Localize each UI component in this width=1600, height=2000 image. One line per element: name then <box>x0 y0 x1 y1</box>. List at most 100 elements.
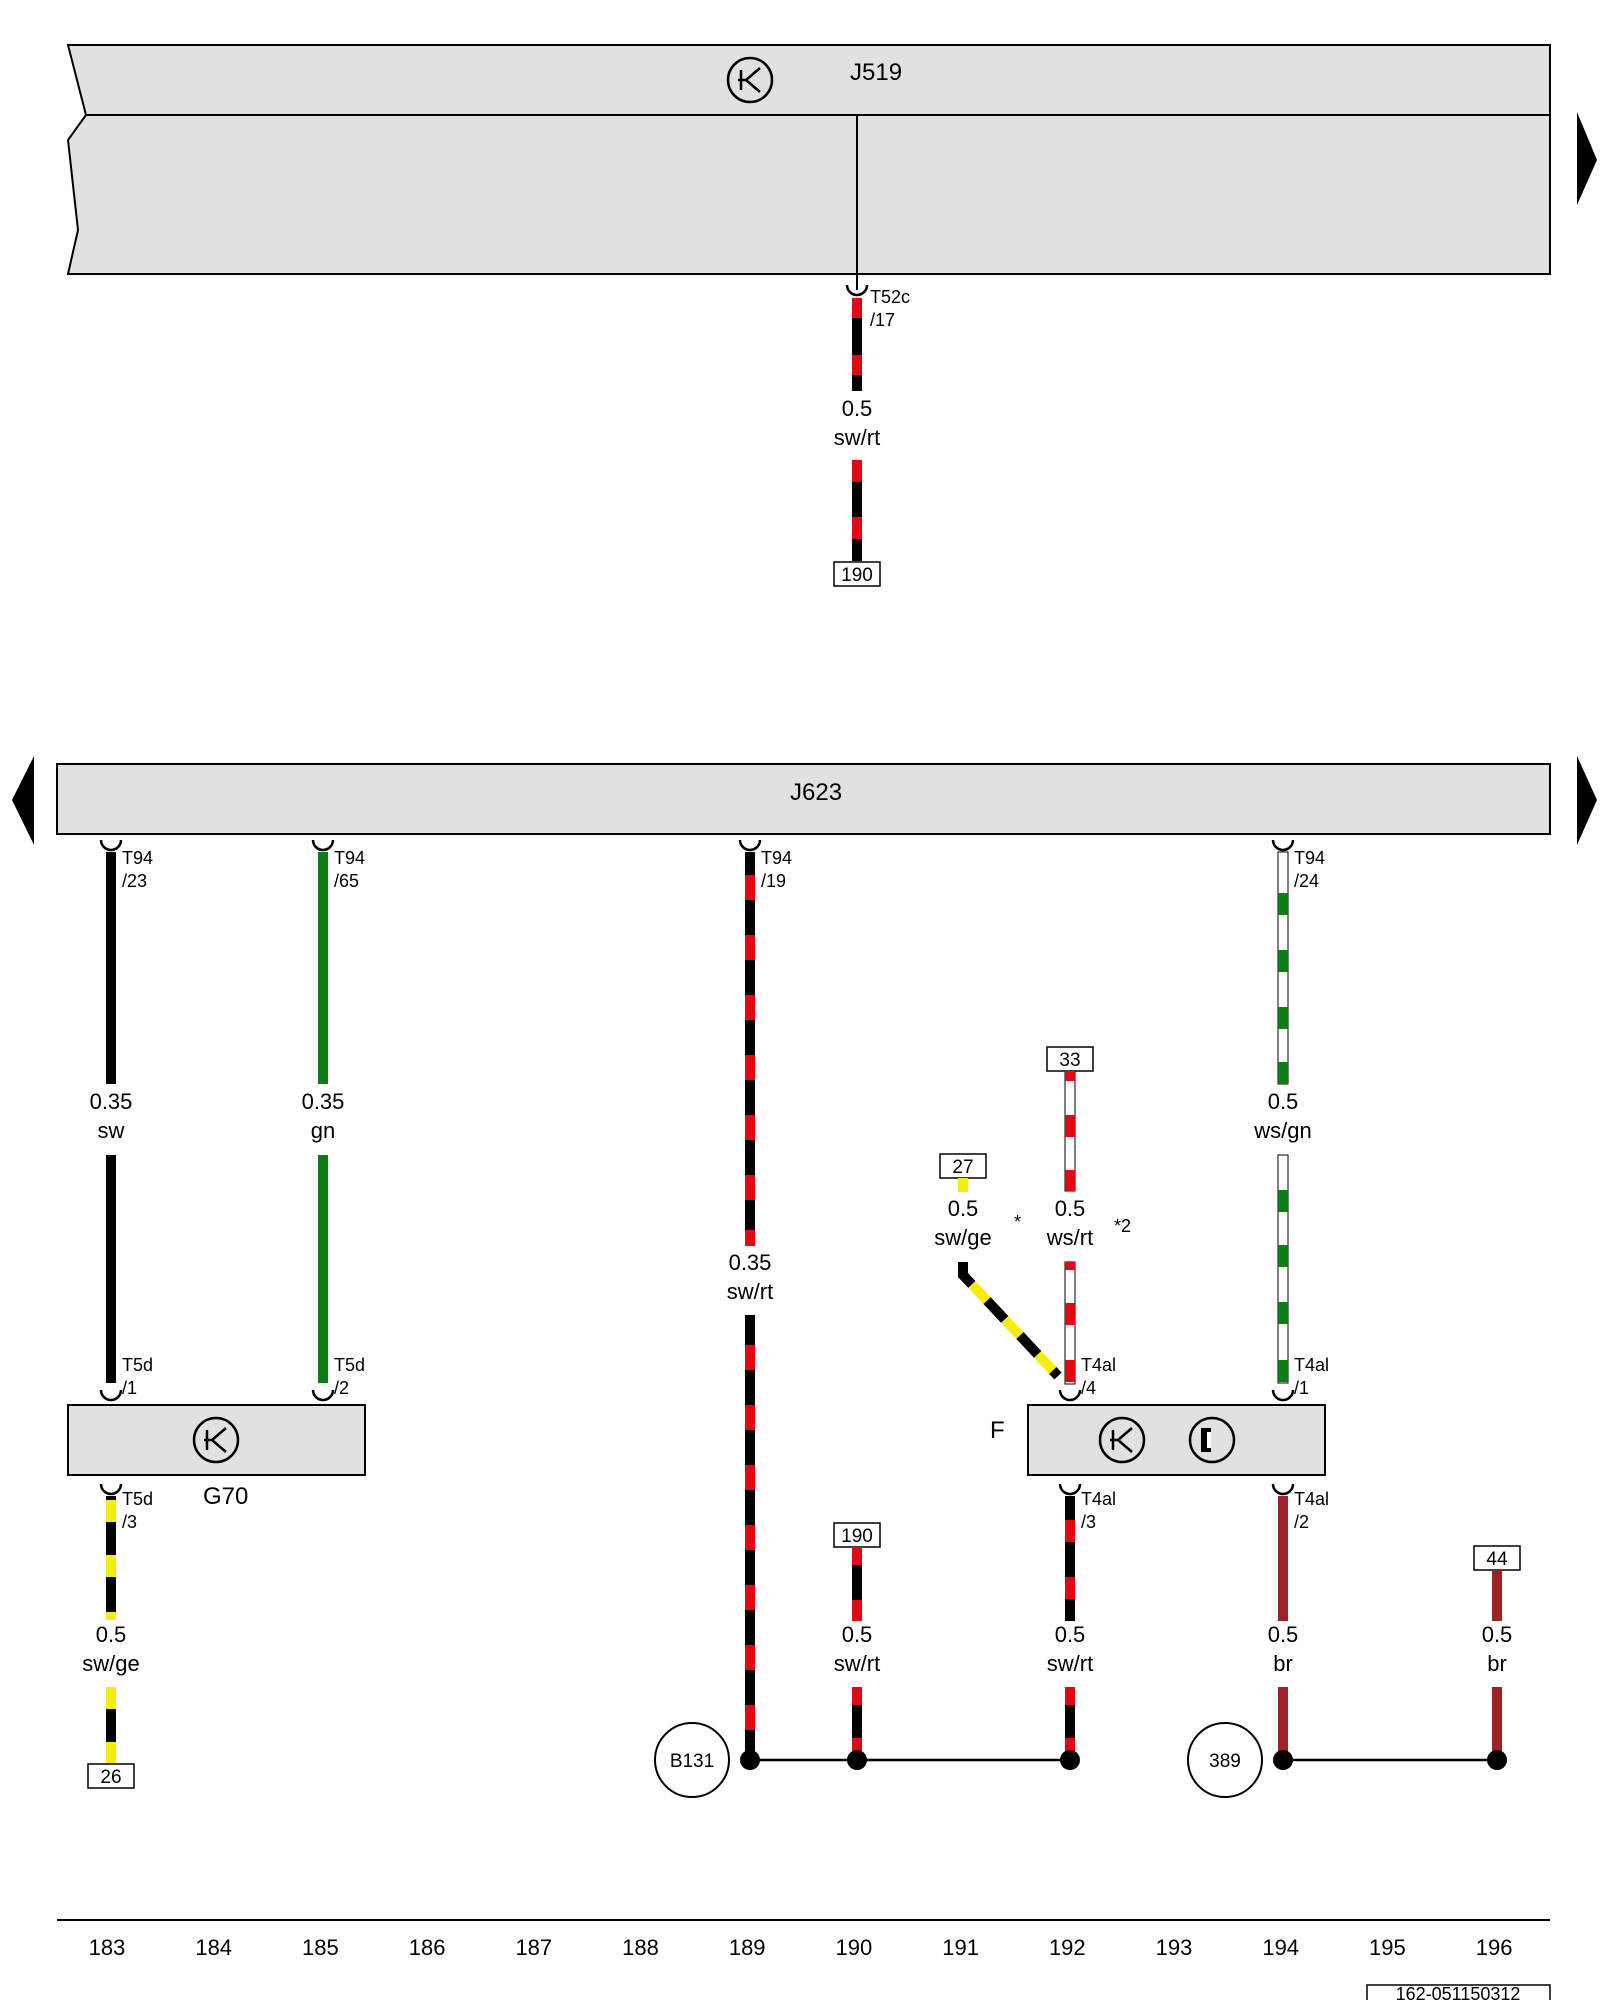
connector-t4al-2: T4al /2 <box>1271 1483 1329 1532</box>
wire-196-color: br <box>1487 1651 1507 1676</box>
module-f-label: F <box>990 1417 1005 1444</box>
connector-t52c-17: T52c /17 <box>845 284 910 330</box>
wire-j519-upper <box>852 298 862 391</box>
svg-text:33: 33 <box>1059 1050 1080 1071</box>
wire-192-lower <box>1065 1687 1075 1760</box>
svg-text:T52c: T52c <box>870 287 910 307</box>
ground-arrow-symbol-icon <box>726 56 774 104</box>
module-j623-label: J623 <box>790 779 842 806</box>
wire-194b-color: br <box>1273 1651 1293 1676</box>
svg-text:/19: /19 <box>761 871 786 891</box>
footer-column-number: 195 <box>1369 1935 1406 1960</box>
switch-contact-symbol-icon <box>1188 1416 1236 1464</box>
svg-text:/1: /1 <box>1294 1378 1309 1398</box>
svg-text:/2: /2 <box>1294 1512 1309 1532</box>
page-continue-right-arrow-icon <box>1577 112 1597 205</box>
svg-text:/23: /23 <box>122 871 147 891</box>
wire-33-color: ws/rt <box>1046 1225 1093 1250</box>
connector-t4al-4: T4al /4 <box>1058 1355 1116 1402</box>
svg-text:/24: /24 <box>1294 871 1319 891</box>
wire-190-color: sw/rt <box>834 1651 880 1676</box>
wire-192-upper <box>1065 1496 1075 1621</box>
module-j623 <box>56 763 1551 835</box>
svg-text:/4: /4 <box>1081 1378 1096 1398</box>
svg-text:T94: T94 <box>761 848 792 868</box>
wire-192-size: 0.5 <box>1055 1622 1086 1647</box>
wire-183-lower <box>106 1155 116 1383</box>
svg-text:T4al: T4al <box>1081 1355 1116 1375</box>
wire-183-size: 0.35 <box>90 1089 133 1114</box>
footer-column-number: 189 <box>729 1935 766 1960</box>
svg-text:T4al: T4al <box>1081 1489 1116 1509</box>
connector-t4al-1: T4al /1 <box>1271 1355 1329 1402</box>
wire-192-color: sw/rt <box>1047 1651 1093 1676</box>
wire-183b-size: 0.5 <box>96 1622 127 1647</box>
svg-text:190: 190 <box>841 565 873 586</box>
page-continue-left-arrow-icon <box>12 756 34 845</box>
svg-text:T4al: T4al <box>1294 1355 1329 1375</box>
footer-column-number: 196 <box>1476 1935 1513 1960</box>
svg-text:B131: B131 <box>670 1751 714 1772</box>
footer-column-number: 187 <box>515 1935 552 1960</box>
connector-t94-24: T94 /24 <box>1271 839 1325 891</box>
footer-column-number: 194 <box>1262 1935 1299 1960</box>
wire-196-size: 0.5 <box>1482 1622 1513 1647</box>
wire-27-diagonal <box>958 1262 1062 1380</box>
ground-arrow-symbol-icon <box>192 1416 240 1464</box>
ground-point-389: 389 <box>1187 1722 1263 1798</box>
wire-27-note: * <box>1014 1212 1021 1232</box>
wire-185-color: gn <box>311 1118 335 1143</box>
wire-27-size: 0.5 <box>948 1196 979 1221</box>
svg-text:T94: T94 <box>122 848 153 868</box>
wire-33-size: 0.5 <box>1055 1196 1086 1221</box>
wire-194-size: 0.5 <box>1268 1089 1299 1114</box>
svg-text:389: 389 <box>1209 1751 1241 1772</box>
ground-point-b131: B131 <box>654 1722 730 1798</box>
module-j519 <box>66 44 1551 275</box>
svg-text:/1: /1 <box>122 1378 137 1398</box>
footer-column-number: 186 <box>409 1935 446 1960</box>
footer-column-number: 190 <box>836 1935 873 1960</box>
connector-t94-23: T94 /23 <box>99 839 153 891</box>
wire-194-bottom-upper <box>1278 1496 1288 1621</box>
wire-190-lower <box>852 1687 862 1760</box>
svg-text:T5d: T5d <box>122 1489 153 1509</box>
connector-t94-65: T94 /65 <box>311 839 365 891</box>
footer-column-number: 185 <box>302 1935 339 1960</box>
wire-183b-color: sw/ge <box>82 1651 139 1676</box>
doc-id-box <box>1366 1984 1551 2000</box>
connector-t5d-3: T5d /3 <box>99 1483 153 1532</box>
wire-j519-size: 0.5 <box>842 396 873 421</box>
wire-183-bottom-lower <box>106 1687 116 1764</box>
footer-column-number: 193 <box>1156 1935 1193 1960</box>
svg-text:T94: T94 <box>1294 848 1325 868</box>
svg-text:/17: /17 <box>870 310 895 330</box>
svg-text:/2: /2 <box>334 1378 349 1398</box>
svg-text:T5d: T5d <box>122 1355 153 1375</box>
wire-185-upper <box>318 852 328 1084</box>
svg-text:/3: /3 <box>1081 1512 1096 1532</box>
footer-column-number: 184 <box>195 1935 232 1960</box>
wire-196-upper <box>1492 1570 1502 1621</box>
ref-box-26 <box>87 1763 135 1789</box>
connector-t94-19: T94 /19 <box>738 839 792 891</box>
connector-t5d-2: T5d /2 <box>311 1355 365 1402</box>
module-f <box>1027 1404 1326 1476</box>
svg-text:/3: /3 <box>122 1512 137 1532</box>
svg-text:44: 44 <box>1486 1549 1508 1570</box>
page-continue-right-arrow-icon-2 <box>1577 756 1597 845</box>
wire-j519-lower <box>852 460 862 561</box>
wire-194-lower <box>1277 1154 1289 1384</box>
wire-185-size: 0.35 <box>302 1089 345 1114</box>
module-j519-label: J519 <box>850 59 902 86</box>
wire-190-upper <box>852 1547 862 1621</box>
ref-box-190-top <box>833 561 881 587</box>
svg-text:T94: T94 <box>334 848 365 868</box>
wire-194-bottom-lower <box>1278 1687 1288 1760</box>
footer-column-number: 192 <box>1049 1935 1086 1960</box>
footer-column-number: 188 <box>622 1935 659 1960</box>
svg-text:190: 190 <box>841 1526 873 1547</box>
ref-box-33 <box>1046 1046 1094 1072</box>
